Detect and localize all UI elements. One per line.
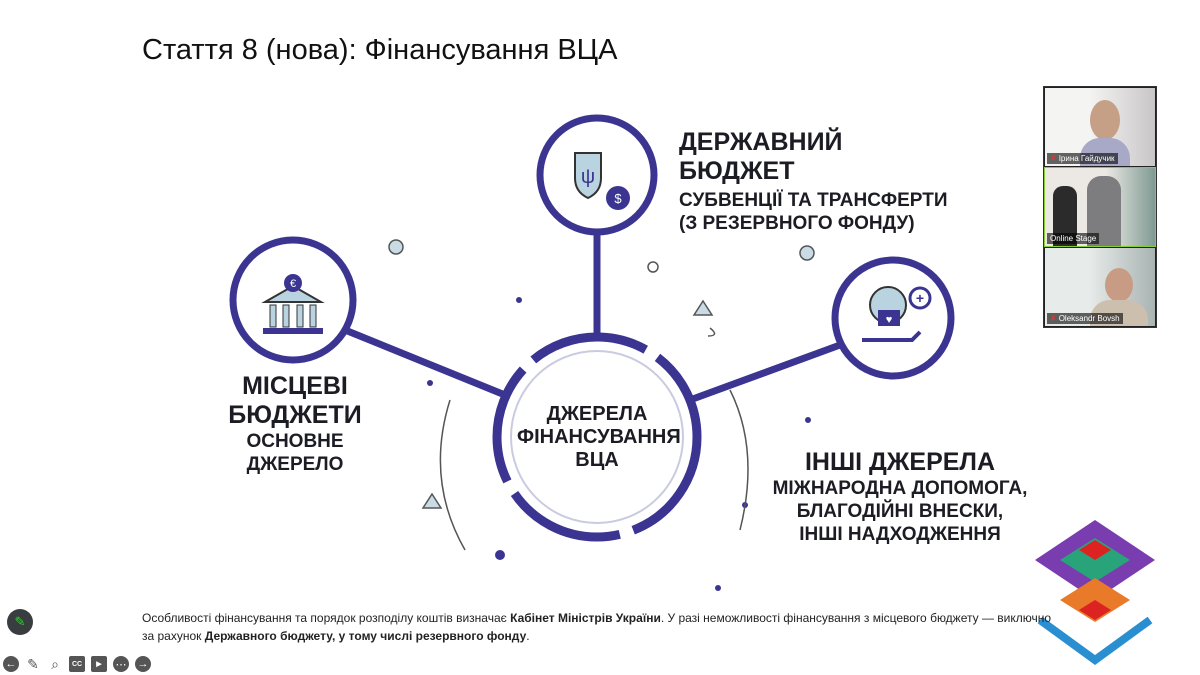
participant-name: ✗Ірина Гайдучик xyxy=(1047,153,1118,164)
footnote-text: за рахунок xyxy=(142,629,205,643)
svg-text:$: $ xyxy=(614,191,622,206)
other-sources-label: ІНШІ ДЖЕРЕЛА МІЖНАРОДНА ДОПОМОГА, БЛАГОД… xyxy=(740,448,1060,546)
local-title-2: БЮДЖЕТИ xyxy=(228,401,362,429)
state-title-1: ДЕРЖАВНИЙ xyxy=(679,128,843,156)
bank-euro-icon: € xyxy=(261,274,325,334)
participant-name: Online Stage xyxy=(1047,233,1100,244)
video-off-icon[interactable]: ▶ xyxy=(91,656,107,672)
muted-mic-icon: ✗ xyxy=(1050,154,1057,163)
state-sub-2: (З РЕЗЕРВНОГО ФОНДУ) xyxy=(679,213,915,234)
svg-text:♥: ♥ xyxy=(886,314,893,326)
other-sub-3: ІНШІ НАДХОДЖЕННЯ xyxy=(799,524,1001,545)
more-icon[interactable]: ⋯ xyxy=(113,656,129,672)
connector-right xyxy=(688,341,842,404)
participant-name-text: Oleksandr Bovsh xyxy=(1058,314,1120,323)
local-title-1: МІСЦЕВІ xyxy=(242,372,348,400)
ornament-logo xyxy=(1035,520,1155,665)
footnote-bold: Державного бюджету, у тому числі резервн… xyxy=(204,629,527,643)
svg-text:+: + xyxy=(916,290,924,306)
video-tile[interactable]: Online Stage xyxy=(1044,167,1156,247)
trident-shield-icon: ψ$ xyxy=(574,152,630,210)
slide-footnote: Особливості фінансування та порядок розп… xyxy=(142,609,1052,645)
next-icon[interactable]: → xyxy=(135,656,151,672)
footnote-text: . У разі неможливості фінансування з міс… xyxy=(660,611,1052,625)
center-line-2: ФІНАНСУВАННЯ xyxy=(517,426,681,448)
other-sub-1: МІЖНАРОДНА ДОПОМОГА, xyxy=(772,478,1028,499)
center-line-1: ДЖЕРЕЛА xyxy=(546,403,648,425)
local-sub-1: ОСНОВНЕ xyxy=(246,431,344,452)
globe-charity-icon: ♥+ xyxy=(862,286,932,342)
other-sub-2: БЛАГОДІЙНІ ВНЕСКИ, xyxy=(796,501,1004,522)
participant-name-text: Ірина Гайдучик xyxy=(1058,154,1115,163)
pen-icon[interactable]: ✎ xyxy=(27,655,39,672)
video-tile[interactable]: ✗Oleksandr Bovsh xyxy=(1045,248,1155,326)
center-label: ДЖЕРЕЛА ФІНАНСУВАННЯ ВЦА xyxy=(517,403,681,472)
connector-left xyxy=(343,326,507,399)
footnote-text: Особливості фінансування та порядок розп… xyxy=(142,611,511,625)
muted-mic-icon: ✗ xyxy=(1050,314,1057,323)
participant-name: ✗Oleksandr Bovsh xyxy=(1047,313,1123,324)
decorations xyxy=(388,239,815,509)
annotate-pen-button[interactable]: ✎ xyxy=(7,609,33,635)
state-title-2: БЮДЖЕТ xyxy=(679,157,795,185)
center-line-3: ВЦА xyxy=(575,449,619,471)
presentation-toolbar: ← ✎ ⌕ CC ▶ ⋯ → xyxy=(3,656,151,672)
video-tile[interactable]: ✗Ірина Гайдучик xyxy=(1045,88,1155,166)
footnote-bold: Кабінет Міністрів України xyxy=(510,611,661,625)
state-sub-1: СУБВЕНЦІЇ ТА ТРАНСФЕРТИ xyxy=(679,190,948,211)
svg-text:€: € xyxy=(290,278,296,290)
captions-icon[interactable]: CC xyxy=(69,656,85,672)
state-budget-label: ДЕРЖАВНИЙ БЮДЖЕТ СУБВЕНЦІЇ ТА ТРАНСФЕРТИ… xyxy=(679,128,948,235)
slide-title: Стаття 8 (нова): Фінансування ВЦА xyxy=(142,34,618,66)
previous-icon[interactable]: ← xyxy=(3,656,19,672)
footnote-text: . xyxy=(526,629,530,643)
other-title: ІНШІ ДЖЕРЕЛА xyxy=(804,448,996,476)
video-panel: ✗Ірина Гайдучик Online Stage ✗Oleksandr … xyxy=(1043,86,1157,328)
local-sub-2: ДЖЕРЕЛО xyxy=(246,454,344,475)
participant-name-text: Online Stage xyxy=(1050,234,1097,243)
local-budget-label: МІСЦЕВІ БЮДЖЕТИ ОСНОВНЕ ДЖЕРЕЛО xyxy=(225,372,365,476)
zoom-icon[interactable]: ⌕ xyxy=(51,655,59,672)
svg-text:ψ: ψ xyxy=(581,166,595,188)
